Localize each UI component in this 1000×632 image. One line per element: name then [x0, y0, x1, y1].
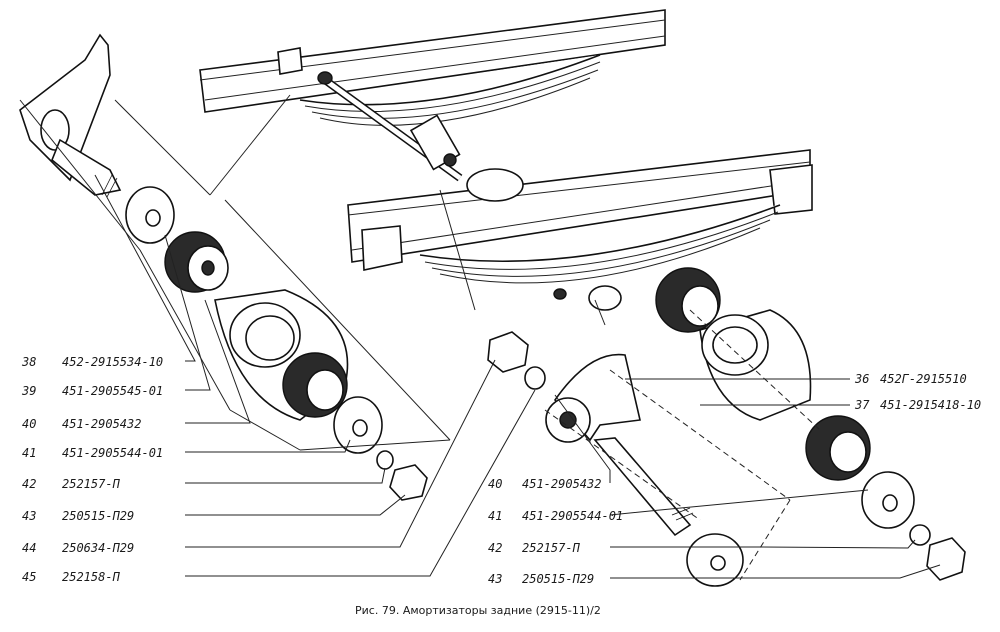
callout-40-num: 40: [22, 417, 36, 431]
shock-eye-37-right: [699, 309, 812, 421]
bushing-40-right-bottom: [805, 415, 871, 481]
callout-41-code: 451-2905544-01: [62, 446, 163, 460]
washer-41-right: [861, 471, 915, 529]
left-callout-list: 38 452-2915534-10 39 451-2905545-01 40 4…: [21, 355, 163, 584]
callout-r41-num: 41: [488, 509, 502, 523]
callout-r40-code: 451-2905432: [522, 477, 601, 491]
washer-41-left-bottom: [333, 396, 383, 454]
nut-43-right: [926, 537, 966, 581]
callout-r42-num: 42: [488, 541, 502, 555]
bushing-40-left-top: [164, 231, 229, 293]
callout-41-num: 41: [22, 446, 36, 460]
assembly-lines: [19, 94, 821, 581]
callout-r43-code: 250515-П29: [522, 572, 594, 586]
callout-45-code: 252158-П: [62, 570, 121, 584]
bushing-40-right-top: [655, 267, 721, 333]
callout-42-num: 42: [22, 477, 36, 491]
frame-rail-upper: [199, 9, 666, 113]
callout-r43-num: 43: [488, 572, 502, 586]
figure-caption: Рис. 79. Амортизаторы задние (2915-11)/2: [355, 604, 601, 617]
callout-r42-code: 252157-П: [522, 541, 581, 555]
callout-36-num: 36: [854, 372, 869, 386]
nut-43-left: [389, 464, 428, 501]
callout-38-num: 38: [21, 355, 36, 369]
bushing-40-left-bottom: [282, 352, 348, 418]
callout-r40-num: 40: [488, 477, 502, 491]
callout-38-code: 452-2915534-10: [62, 355, 163, 369]
frame-rail-lower: [347, 149, 813, 271]
bracket-36-right: [545, 353, 694, 537]
left-leaders: [94, 174, 536, 577]
callout-39-num: 39: [21, 384, 36, 398]
callout-44-code: 250634-П29: [62, 541, 134, 555]
right-leaders: [554, 378, 941, 579]
callout-r41-code: 451-2905544-01: [522, 509, 623, 523]
leaf-spring-upper: [299, 54, 601, 126]
callout-37-num: 37: [854, 398, 870, 412]
lock-washer-42-left: [376, 450, 394, 470]
callout-43-num: 43: [22, 509, 36, 523]
top-right-callout-list: 36 452Г-2915510 37 451-2915418-10: [854, 372, 981, 412]
callout-37-code: 451-2915418-10: [880, 398, 981, 412]
axle-assembly: [317, 71, 622, 311]
washer-41-left-top: [125, 186, 175, 244]
callout-40-code: 451-2905432: [62, 417, 141, 431]
leaf-spring-lower: [419, 204, 781, 284]
right-callout-list: 40 451-2905432 41 451-2905544-01 42 2521…: [488, 477, 623, 586]
callout-36-code: 452Г-2915510: [880, 372, 967, 386]
callout-45-num: 45: [22, 570, 36, 584]
bracket-plate-left: [19, 33, 111, 182]
mount-pin-38: [40, 109, 122, 198]
callout-42-code: 252157-П: [62, 477, 121, 491]
callout-43-code: 250515-П29: [62, 509, 134, 523]
callout-44-num: 44: [22, 541, 36, 555]
callout-39-code: 451-2905545-01: [62, 384, 163, 398]
nut-45-center: [487, 331, 546, 390]
